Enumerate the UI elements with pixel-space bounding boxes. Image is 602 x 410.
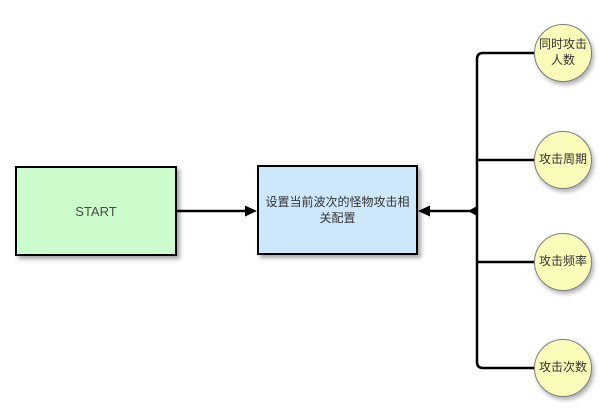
start-node[interactable]: START <box>15 166 177 256</box>
trunk-junction-tip-icon <box>468 206 477 216</box>
attribute-node-attack-count[interactable]: 攻击次数 <box>534 339 592 397</box>
attribute-node-label: 攻击周期 <box>538 152 587 167</box>
config-node-label: 设置当前波次的怪物攻击相关配置 <box>265 194 410 225</box>
attribute-node-simultaneous-attack-count[interactable]: 同时攻击人数 <box>534 24 592 82</box>
arrowhead-right-icon <box>245 205 257 217</box>
attribute-node-attack-frequency[interactable]: 攻击频率 <box>534 233 592 291</box>
attribute-node-label: 攻击频率 <box>538 254 587 269</box>
attribute-node-label: 同时攻击人数 <box>538 37 587 67</box>
start-node-label: START <box>75 203 117 219</box>
arrowhead-left-icon <box>418 205 430 217</box>
attribute-node-attack-cycle[interactable]: 攻击周期 <box>534 131 592 189</box>
attribute-node-label: 攻击次数 <box>538 360 587 375</box>
config-node[interactable]: 设置当前波次的怪物攻击相关配置 <box>257 165 418 255</box>
attribute-trunk-line <box>475 51 535 370</box>
